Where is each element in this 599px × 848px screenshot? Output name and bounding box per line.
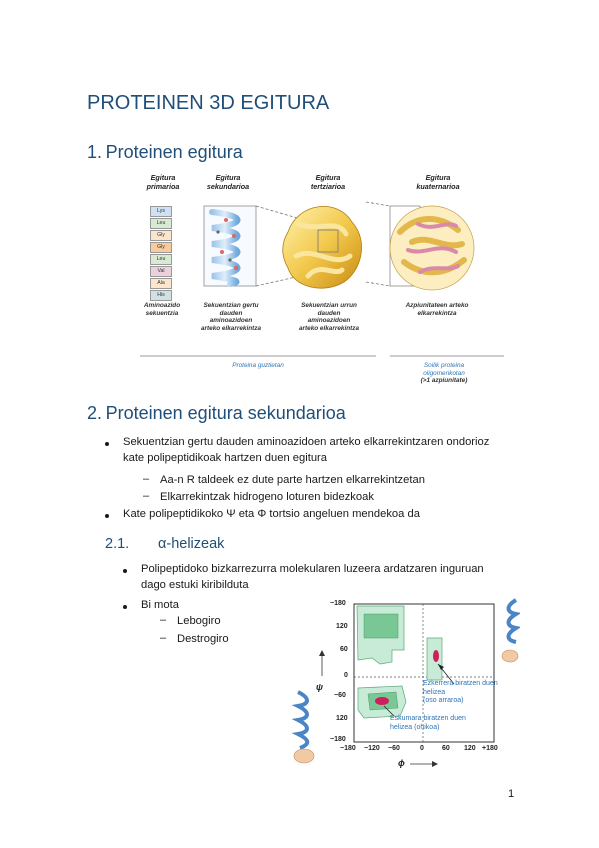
- ramachandran-graphic: [319, 598, 520, 767]
- y-tick: 120: [336, 715, 348, 722]
- x-tick: −120: [364, 745, 380, 752]
- y-tick: 0: [344, 672, 348, 679]
- bullet-text: Polipeptidoko bizkarrezurra molekularen …: [141, 563, 484, 575]
- caption-primary: Aminoazido sekuentzia: [143, 302, 181, 317]
- aa-block: Val: [150, 266, 172, 277]
- y-axis-label: ψ: [316, 682, 323, 692]
- bullet-text: Sekuentzian gertu dauden aminoazidoen ar…: [123, 436, 490, 448]
- section-2-1-number: 2.1.: [105, 536, 130, 552]
- protein-structure-figure: Egitura primarioa Egitura sekundarioa Eg…: [138, 172, 506, 392]
- caption-quaternary: Azpiunitateen arteko elkarrekintza: [405, 302, 469, 317]
- left-handed-helix-note: Ezkerrera biratzen duen helizea (oso arr…: [423, 680, 515, 706]
- x-tick: −180: [340, 745, 356, 752]
- y-tick: 120: [336, 623, 348, 630]
- section-2-1-bullet-2: Bi mota: [141, 599, 179, 611]
- label-quaternary: Egitura kuaternarioa: [416, 173, 460, 191]
- aa-block: Gly: [150, 242, 172, 253]
- group-oligomeric-label: Soilik proteina oligomerikotan (>1 azpiu…: [408, 362, 480, 385]
- section-1-heading: 1. Proteinen egitura: [87, 142, 243, 162]
- section-2-sub-1: Aa-n R taldeek ez dute parte hartzen elk…: [160, 474, 425, 486]
- amino-acid-chain: Lys Leu Gly Gly Leu Val Ala His: [150, 206, 172, 302]
- label-secondary: Egitura sekundarioa: [206, 173, 250, 191]
- page-number: 1: [508, 788, 515, 800]
- quaternary-structure-graphic: [389, 205, 475, 291]
- note-text: helizea (ohikoa): [390, 723, 440, 731]
- x-tick: 120: [464, 745, 476, 752]
- dash: –: [143, 490, 150, 502]
- dash: –: [160, 614, 167, 626]
- group-all-label: Proteina guztietan: [232, 362, 284, 369]
- aa-block: His: [150, 290, 172, 301]
- aa-block: Ala: [150, 278, 172, 289]
- note-text: Ezkerrera biratzen duen helizea: [423, 680, 498, 696]
- ramachandran-plot: −180 120 60 0 −60 120 −180 ψ −180 −120 −…: [310, 598, 520, 768]
- aa-block: Gly: [150, 230, 172, 241]
- section-2-1-sub-1: Lebogiro: [177, 615, 221, 627]
- caption-secondary: Sekuentzian gertu dauden aminoazidoen ar…: [200, 302, 262, 332]
- x-tick: 0: [420, 745, 424, 752]
- group-oligomeric-note: (>1 azpiunitate): [420, 377, 468, 385]
- aa-block: Lys: [150, 206, 172, 217]
- section-2-sub-2: Elkarrekintzak hidrogeno loturen bidezko…: [160, 491, 374, 503]
- x-tick: −60: [388, 745, 400, 752]
- section-2-heading: 2. Proteinen egitura sekundarioa: [87, 403, 346, 423]
- bullet: [105, 442, 109, 446]
- group-oligomeric-text: Soilik proteina oligomerikotan: [423, 362, 465, 377]
- label-tertiary: Egitura tertziarioa: [310, 173, 346, 191]
- section-2-1-bullet-1: Polipeptidoko bizkarrezurra molekularen …: [141, 561, 484, 593]
- section-2-bullet-2: Kate polipeptidikoko Ψ eta Φ tortsio ang…: [123, 508, 420, 520]
- section-2-bullet-1: Sekuentzian gertu dauden aminoazidoen ar…: [123, 434, 489, 466]
- caption-tertiary: Sekuentzian urrun dauden aminoazidoen ar…: [298, 302, 360, 332]
- note-text: Eskumara biratzen duen: [390, 715, 466, 722]
- tertiary-structure-graphic: [282, 206, 362, 289]
- page-title: PROTEINEN 3D EGITURA: [87, 92, 330, 114]
- label-primary: Egitura primarioa: [146, 173, 180, 191]
- bullet-text: dago estuki kiribilduta: [141, 579, 249, 591]
- x-axis-label: ϕ: [398, 758, 405, 768]
- bullet: [123, 605, 127, 609]
- note-text: (oso arraroa): [423, 697, 464, 704]
- y-tick: 60: [340, 646, 348, 653]
- structure-illustrations: [140, 201, 504, 357]
- alpha-helix-graphic: [209, 209, 241, 287]
- y-tick: −180: [330, 736, 346, 743]
- right-handed-helix-note: Eskumara biratzen duen helizea (ohikoa): [390, 715, 470, 732]
- right-hand-helix-icon: [501, 598, 520, 663]
- aa-block: Leu: [150, 254, 172, 265]
- bullet: [105, 514, 109, 518]
- left-hand-helix-icon: [291, 690, 315, 764]
- y-tick: −180: [330, 600, 346, 607]
- y-tick: −60: [334, 692, 346, 699]
- x-tick: 60: [442, 745, 450, 752]
- bullet: [123, 569, 127, 573]
- section-2-1-sub-2: Destrogiro: [177, 633, 229, 645]
- aa-block: Leu: [150, 218, 172, 229]
- bullet-text: kate polipeptidikoak hartzen duen egitur…: [123, 452, 328, 464]
- section-2-1-heading: α-helizeak: [158, 536, 225, 552]
- x-tick: +180: [482, 745, 498, 752]
- dash: –: [143, 473, 150, 485]
- dash: –: [160, 632, 167, 644]
